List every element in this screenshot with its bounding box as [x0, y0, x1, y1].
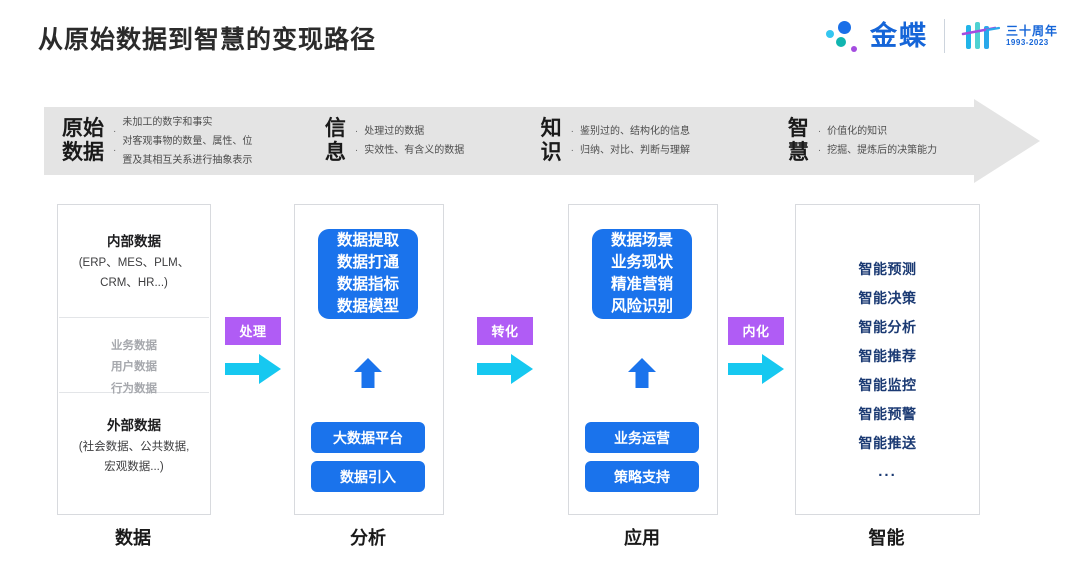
middle-data-section: 业务数据 用户数据 行为数据: [58, 318, 210, 395]
anniversary-badge: 三十周年 1993-2023: [961, 19, 1058, 53]
list-item: 智能推荐: [858, 347, 917, 364]
connector-label-internalization: 内化: [728, 317, 784, 345]
column-card-data: 内部数据 (ERP、MES、PLM、 CRM、HR...) 业务数据 用户数据 …: [57, 204, 211, 515]
list-item: 智能预警: [858, 405, 917, 422]
bottom-label-application: 应用: [624, 528, 660, 548]
kingdee-logo: 金蝶 三十周年 1993-2023: [824, 18, 1058, 54]
middle-item: 行为数据: [111, 382, 157, 395]
banner-segment-knowledge: 知 识 · · 鉴别过的、结构化的信息 归纳、对比、判断与理解: [541, 99, 788, 183]
list-item-ellipsis: ...: [878, 462, 897, 480]
card-divider: [59, 317, 209, 318]
card-divider: [59, 392, 209, 393]
analysis-box-line: 数据指标: [336, 276, 399, 293]
logo-divider: [943, 19, 945, 53]
banner-items-raw-data: 未加工的数字和事实 对客观事物的数量、属性、位 置及其相互关系进行抽象表示: [122, 116, 253, 166]
application-pill-strategy-support[interactable]: 策略支持: [585, 461, 699, 492]
banner-items-wisdom: 价值化的知识 挖掘、提炼后的决策能力: [827, 126, 938, 156]
analysis-main-box[interactable]: 数据提取 数据打通 数据指标 数据模型: [318, 229, 418, 319]
application-pill-business-operations[interactable]: 业务运营: [585, 422, 699, 453]
middle-item: 业务数据: [111, 340, 157, 352]
application-main-box[interactable]: 数据场景 业务现状 精准营销 风险识别: [592, 229, 692, 319]
anniversary-years: 1993-2023: [1005, 37, 1049, 47]
intelligence-list: 智能预测 智能决策 智能分析 智能推荐 智能监控 智能预警 智能推送 ...: [796, 205, 979, 486]
dikw-banner: 原始 数据 · · 未加工的数字和事实 对客观事物的数量、属性、位 置及其相互关…: [44, 99, 1040, 183]
banner-segment-raw-data: 原始 数据 · · 未加工的数字和事实 对客观事物的数量、属性、位 置及其相互关…: [62, 99, 325, 183]
page-title: 从原始数据到智慧的变现路径: [38, 26, 377, 54]
banner-items-knowledge: 鉴别过的、结构化的信息 归纳、对比、判断与理解: [580, 126, 690, 156]
anniversary-mark-icon: [961, 22, 1001, 49]
external-data-sub-line1: (社会数据、公共数据,: [78, 440, 190, 453]
connector-internalization: 内化: [728, 317, 784, 384]
banner-bullets: · ·: [354, 125, 359, 156]
connector-processing: 处理: [225, 317, 281, 384]
right-arrow-icon: [477, 354, 533, 384]
list-item: 智能监控: [858, 376, 917, 393]
banner-key-raw-data: 原始 数据: [62, 117, 104, 164]
banner-key-wisdom: 智 慧: [787, 117, 809, 164]
analysis-box-line: 数据模型: [336, 298, 399, 315]
connector-transformation: 转化: [477, 317, 533, 384]
bottom-label-analysis: 分析: [350, 528, 386, 548]
banner-key-knowledge: 知 识: [540, 117, 562, 164]
analysis-pill-big-data-platform[interactable]: 大数据平台: [311, 422, 425, 453]
list-item: 智能分析: [858, 318, 917, 335]
application-box-line: 业务现状: [610, 254, 673, 271]
kingdee-dots-icon: [824, 18, 860, 54]
analysis-box-line: 数据打通: [336, 254, 399, 271]
banner-items-information: 处理过的数据 实效性、有含义的数据: [364, 126, 465, 156]
analysis-pill-data-ingestion[interactable]: 数据引入: [311, 461, 425, 492]
list-item: 智能预测: [858, 261, 917, 277]
list-item: 智能决策: [858, 289, 917, 306]
application-box-line: 精准营销: [610, 276, 673, 293]
up-arrow-icon: [628, 358, 656, 388]
banner-key-information: 信 息: [324, 117, 346, 164]
bottom-label-data: 数据: [115, 528, 151, 548]
connector-label-processing: 处理: [225, 317, 281, 345]
banner-bullets: · ·: [817, 125, 822, 156]
internal-data-sub-line1: (ERP、MES、PLM、: [78, 256, 190, 269]
banner-bullets: · ·: [570, 125, 574, 156]
external-data-section: 外部数据 (社会数据、公共数据, 宏观数据...): [58, 393, 210, 477]
application-box-line: 数据场景: [610, 232, 673, 249]
internal-data-title: 内部数据: [107, 234, 161, 249]
internal-data-section: 内部数据 (ERP、MES、PLM、 CRM、HR...): [58, 205, 210, 317]
bottom-label-intelligence: 智能: [868, 528, 905, 548]
external-data-title: 外部数据: [107, 418, 161, 433]
middle-item: 用户数据: [111, 361, 157, 374]
banner-bullets: · ·: [113, 125, 117, 156]
external-data-sub-line2: 宏观数据...): [104, 460, 164, 473]
banner-arrow-shape: [44, 99, 1040, 183]
column-card-intelligence: 智能预测 智能决策 智能分析 智能推荐 智能监控 智能预警 智能推送 ...: [795, 204, 980, 515]
banner-segment-information: 信 息 · · 处理过的数据 实效性、有含义的数据: [325, 99, 541, 183]
list-item: 智能推送: [858, 434, 917, 451]
banner-segment-wisdom: 智 慧 · · 价值化的知识 挖掘、提炼后的决策能力: [788, 99, 984, 183]
anniversary-label: 三十周年: [1005, 24, 1058, 38]
internal-data-sub-line2: CRM、HR...): [100, 276, 168, 289]
right-arrow-icon: [728, 354, 784, 384]
application-box-line: 风险识别: [610, 298, 673, 315]
right-arrow-icon: [225, 354, 281, 384]
up-arrow-icon: [354, 358, 382, 388]
brand-name: 金蝶: [869, 20, 928, 51]
analysis-box-line: 数据提取: [336, 232, 399, 249]
connector-label-transformation: 转化: [477, 317, 533, 345]
